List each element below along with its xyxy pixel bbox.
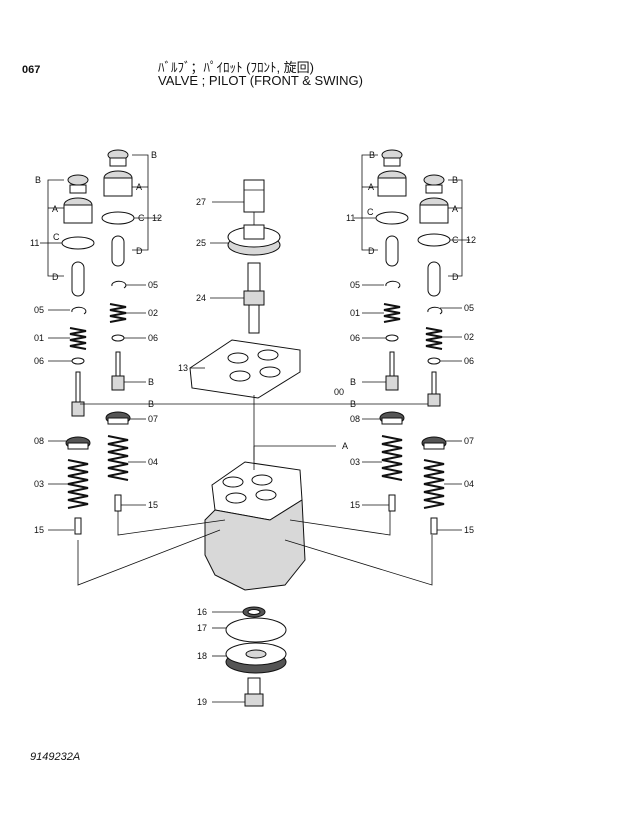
- callout-left-C: C: [53, 232, 60, 242]
- callout-r2-15: 15: [464, 525, 474, 535]
- middle-left-stack: [101, 149, 135, 512]
- callout-r2-A: A: [452, 204, 458, 214]
- callout-mid-15: 15: [148, 500, 158, 510]
- callout-r2-07: 07: [464, 436, 474, 446]
- callout-mid-06: 06: [148, 333, 158, 343]
- callout-27: 27: [196, 197, 206, 207]
- callout-r2-C: C: [452, 235, 459, 245]
- right-inner-stack: [375, 149, 409, 512]
- callout-r2-05: 05: [464, 303, 474, 313]
- callout-18: 18: [197, 651, 207, 661]
- callout-16: 16: [197, 607, 207, 617]
- part-13-plate: [189, 339, 301, 399]
- part-27-cap-nut: [243, 179, 265, 213]
- callout-mid-07: 07: [148, 414, 158, 424]
- callout-r1-B: B: [369, 150, 375, 160]
- callout-left-03: 03: [34, 479, 44, 489]
- part-17-seal: [225, 617, 287, 643]
- callout-mid-B2: B: [148, 377, 154, 387]
- callout-13: 13: [178, 363, 188, 373]
- left-outer-stack: [61, 174, 95, 535]
- callout-r1-03: 03: [350, 457, 360, 467]
- callout-r2-02: 02: [464, 332, 474, 342]
- callout-25: 25: [196, 238, 206, 248]
- callout-left-06: 06: [34, 356, 44, 366]
- part-16-o-ring: [242, 606, 266, 618]
- callout-r1-B3: B: [350, 399, 356, 409]
- callout-mid-02: 02: [148, 308, 158, 318]
- page-title-japanese: ﾊﾞﾙﾌﾞ；ﾊﾟｲﾛｯﾄ (ﾌﾛﾝﾄ, 旋回): [158, 60, 314, 75]
- callout-19: 19: [197, 697, 207, 707]
- callout-r2-06: 06: [464, 356, 474, 366]
- callout-r1-08: 08: [350, 414, 360, 424]
- callout-left-B: B: [35, 175, 41, 185]
- page-number: 067: [22, 64, 41, 76]
- callout-r2-04: 04: [464, 479, 474, 489]
- callout-17: 17: [197, 623, 207, 633]
- callout-left-15: 15: [34, 525, 44, 535]
- page-title: VALVE ; PILOT (FRONT & SWING): [158, 73, 363, 88]
- callout-r1-05: 05: [350, 280, 360, 290]
- callout-mid-C: C: [138, 213, 145, 223]
- callout-center-A: A: [342, 441, 348, 451]
- callout-mid-A: A: [136, 182, 142, 192]
- part-19-bolt: [244, 677, 264, 707]
- callout-r1-C: C: [367, 207, 374, 217]
- callout-r1-06: 06: [350, 333, 360, 343]
- callout-mid-05: 05: [148, 280, 158, 290]
- right-outer-stack: [417, 174, 451, 535]
- callout-left-08: 08: [34, 436, 44, 446]
- callout-r1-00: 00: [334, 387, 344, 397]
- valve-body-casing: [204, 461, 306, 591]
- drawing-code: 9149232A: [30, 751, 81, 763]
- callout-r2-B: B: [452, 175, 458, 185]
- callout-r1-15: 15: [350, 500, 360, 510]
- callout-left-A: A: [52, 204, 58, 214]
- callout-left-11: 11: [30, 238, 39, 248]
- callout-r1-D: D: [368, 246, 375, 256]
- part-24-joint: [243, 262, 265, 334]
- callout-mid-D: D: [136, 246, 143, 256]
- callout-r2-12: 12: [466, 235, 476, 245]
- callout-mid-B: B: [151, 150, 157, 160]
- callout-left-05: 05: [34, 305, 44, 315]
- callout-left-D: D: [52, 272, 59, 282]
- part-18-flange: [225, 642, 287, 674]
- callout-mid-04: 04: [148, 457, 158, 467]
- callout-r2-D: D: [452, 272, 459, 282]
- callout-left-01: 01: [34, 333, 44, 343]
- callout-mid-12: 12: [152, 213, 162, 223]
- callout-r1-01: 01: [350, 308, 360, 318]
- callout-24: 24: [196, 293, 206, 303]
- part-25-adjusting-plate: [227, 224, 281, 256]
- callout-r1-A: A: [368, 182, 374, 192]
- callout-r1-B2: B: [350, 377, 356, 387]
- callout-mid-B3: B: [148, 399, 154, 409]
- callout-r1-11: 11: [346, 213, 355, 223]
